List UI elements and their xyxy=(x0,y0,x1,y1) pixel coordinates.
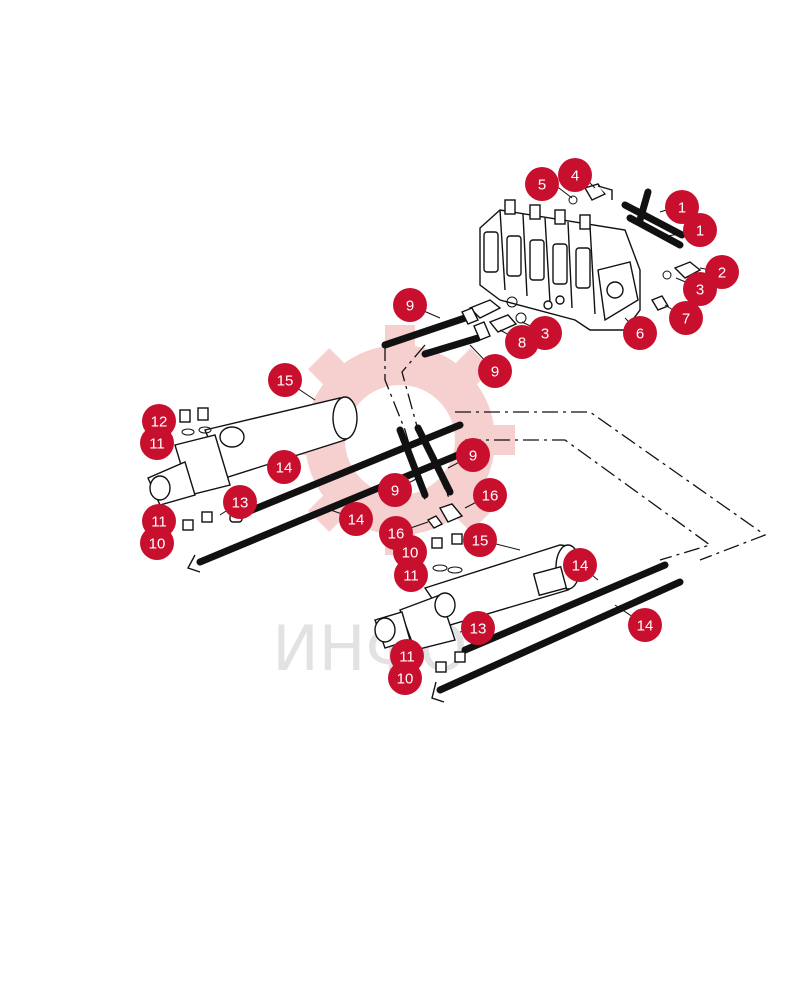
callout-label: 16 xyxy=(482,488,499,505)
callout-15: 15 xyxy=(463,523,497,557)
callout-label: 15 xyxy=(277,373,294,390)
valve-hoses xyxy=(621,188,686,249)
callout-label: 3 xyxy=(696,282,704,299)
callout-label: 4 xyxy=(571,168,579,185)
callout-circle xyxy=(563,548,597,582)
callout-14: 14 xyxy=(563,548,597,582)
callout-circle xyxy=(683,272,717,306)
callout-circle xyxy=(623,316,657,350)
callout-label: 14 xyxy=(572,558,589,575)
callout-circle xyxy=(463,523,497,557)
callout-label: 6 xyxy=(636,326,644,343)
callout-1: 1 xyxy=(683,213,717,247)
callout-circle xyxy=(268,363,302,397)
callout-circle xyxy=(525,167,559,201)
callout-circle xyxy=(142,404,176,438)
callout-5: 5 xyxy=(525,167,559,201)
callout-label: 10 xyxy=(149,536,166,553)
callout-14: 14 xyxy=(339,502,373,536)
callout-label: 14 xyxy=(276,460,293,477)
callout-label: 11 xyxy=(399,649,415,666)
callout-label: 9 xyxy=(406,298,414,315)
callout-circle xyxy=(473,478,507,512)
callout-circle xyxy=(379,516,413,550)
callout-label: 9 xyxy=(491,364,499,381)
callout-label: 13 xyxy=(232,495,249,512)
callout-label: 11 xyxy=(151,514,167,531)
callout-13: 13 xyxy=(223,485,257,519)
callout-circle xyxy=(390,639,424,673)
callout-15: 15 xyxy=(268,363,302,397)
callout-9: 9 xyxy=(478,354,512,388)
callout-6: 6 xyxy=(623,316,657,350)
callout-4: 4 xyxy=(558,158,592,192)
callout-circle xyxy=(665,190,699,224)
callout-circle xyxy=(339,502,373,536)
callout-9: 9 xyxy=(456,438,490,472)
callout-circle xyxy=(378,473,412,507)
hoses-14-right xyxy=(431,561,684,703)
callout-label: 3 xyxy=(541,326,549,343)
callout-14: 14 xyxy=(267,450,301,484)
callout-8: 8 xyxy=(505,325,539,359)
callout-label: 8 xyxy=(518,335,526,352)
hoses-14-left xyxy=(186,421,474,573)
callout-label: 13 xyxy=(470,621,487,638)
callout-label: 2 xyxy=(718,265,726,282)
callout-label: 12 xyxy=(151,414,168,431)
callout-label: 15 xyxy=(472,533,489,550)
valve-fittings xyxy=(468,183,702,333)
callout-16: 16 xyxy=(379,516,413,550)
callout-circle xyxy=(223,485,257,519)
callout-label: 10 xyxy=(402,545,419,562)
callout-label: 9 xyxy=(391,483,399,500)
callout-9: 9 xyxy=(393,288,427,322)
callout-circle xyxy=(558,158,592,192)
callout-16: 16 xyxy=(473,478,507,512)
callouts: 1123345678999910101011111111121313141414… xyxy=(140,158,739,695)
callout-label: 11 xyxy=(149,436,165,453)
callout-label: 7 xyxy=(682,311,690,328)
callout-3: 3 xyxy=(683,272,717,306)
callout-12: 12 xyxy=(142,404,176,438)
callout-circle xyxy=(393,288,427,322)
callout-11: 11 xyxy=(394,558,428,592)
callout-label: 1 xyxy=(696,223,704,240)
callout-11: 11 xyxy=(142,504,176,538)
callout-label: 9 xyxy=(469,448,477,465)
callout-label: 5 xyxy=(538,177,546,194)
callout-13: 13 xyxy=(461,611,495,645)
callout-label: 14 xyxy=(637,618,654,635)
control-valve-block xyxy=(479,199,641,331)
callout-circle xyxy=(669,301,703,335)
callout-circle xyxy=(505,325,539,359)
callout-label: 14 xyxy=(348,512,365,529)
callout-14: 14 xyxy=(628,608,662,642)
callout-label: 11 xyxy=(403,568,419,585)
callout-circle xyxy=(394,558,428,592)
callout-circle xyxy=(461,611,495,645)
callout-circle xyxy=(456,438,490,472)
callout-label: 16 xyxy=(388,526,405,543)
callout-circle xyxy=(628,608,662,642)
callout-7: 7 xyxy=(669,301,703,335)
callout-circle xyxy=(683,213,717,247)
callout-circle xyxy=(478,354,512,388)
callout-label: 10 xyxy=(397,671,414,688)
callout-circle xyxy=(267,450,301,484)
callout-circle xyxy=(142,504,176,538)
callout-9: 9 xyxy=(378,473,412,507)
callout-11: 11 xyxy=(390,639,424,673)
callout-1: 1 xyxy=(665,190,699,224)
left-cylinder xyxy=(147,396,358,531)
callout-label: 1 xyxy=(678,200,686,217)
